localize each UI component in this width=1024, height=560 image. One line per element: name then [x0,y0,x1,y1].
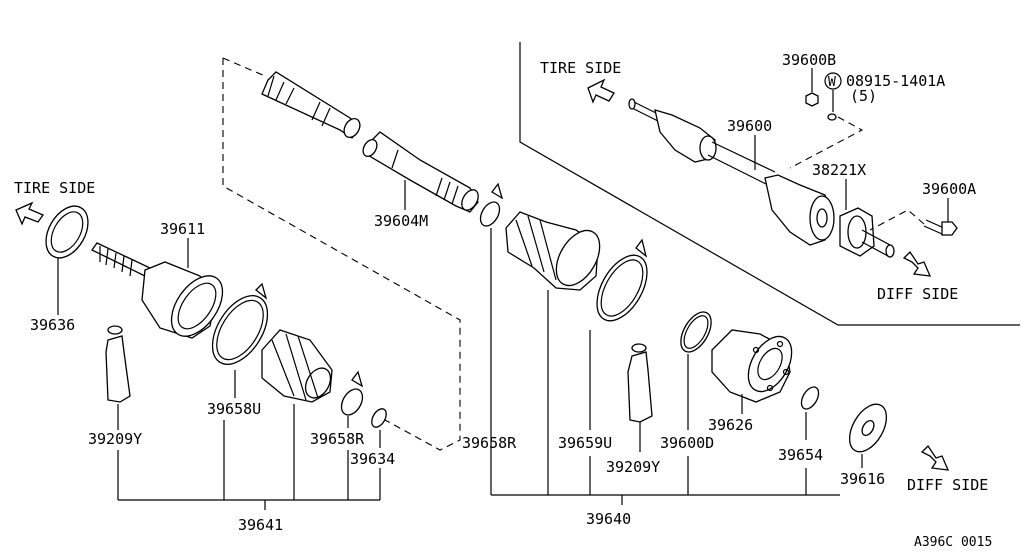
outer-joint-39611-drawing [91,242,224,339]
bracket-39641 [117,420,381,510]
part-number-39611: 39611 [160,220,205,238]
part-number-39600d: 39600D [660,434,714,452]
part-number-39658r-left: 39658R [310,430,365,448]
inset-tire-side-label: TIRE SIDE [540,59,621,77]
left-section: TIRE SIDE 39636 39611 [14,57,479,534]
right-diff-side-label: DIFF SIDE [907,476,988,494]
inset-diff-side-arrow-icon [902,250,932,277]
part-number-39658r-right: 39658R [462,434,517,452]
grease-tube-left-drawing [105,325,131,403]
left-tire-side-label: TIRE SIDE [14,179,95,197]
part-number-08915-1401a: 08915-1401A [846,72,945,90]
dashed-leader-bolt [869,209,925,231]
part-number-39634: 39634 [350,450,395,468]
band-39659u-drawing [596,238,648,322]
grease-tube-right-drawing [627,343,653,423]
boot-left-drawing [261,329,333,403]
inset-border [519,42,1020,326]
inset-panel: TIRE SIDE 39600B [519,42,1020,326]
part-number-39659u: 39659U [558,434,612,452]
part-number-39209y-right: 39209Y [606,458,660,476]
dashed-leader-washer [789,116,864,169]
bolt-39600a-drawing [923,219,958,236]
w-marker-icon [824,72,842,90]
circlip-39600d-drawing [680,311,712,353]
assembly-number-39641: 39641 [238,516,283,534]
part-number-39600b: 39600B [782,51,836,69]
left-tire-side-arrow-icon [15,201,44,226]
part-number-39654: 39654 [778,446,823,464]
drive-shaft-assembly-drawing [628,98,895,258]
diagram-code: A396C 0015 [914,535,992,550]
part-number-38221x: 38221X [812,161,866,179]
part-number-39209y-left: 39209Y [88,430,142,448]
w-marker-letter: W [828,75,836,90]
dashed-shaft-region [222,58,461,451]
bracket-39640 [491,456,840,505]
washer-drawing [827,113,837,121]
circlip-39654-drawing [800,386,820,410]
band-39658r-right-drawing [479,182,504,227]
part-number-39636: 39636 [30,316,75,334]
part-number-39604m: 39604M [374,212,428,230]
part-number-39658u: 39658U [207,400,261,418]
part-number-39626: 39626 [708,416,753,434]
inset-tire-side-arrow-icon [587,78,615,104]
right-section: 39658R 39659U 39209Y [462,182,988,528]
housing-39626-drawing [711,329,793,403]
circlip-39634-drawing [371,408,387,428]
boot-right-drawing [505,211,601,291]
inset-diff-side-label: DIFF SIDE [877,285,958,303]
nut-39600b-drawing [805,92,819,107]
dashed-top-edge [222,57,266,77]
part-qty-08915-1401a: (5) [850,87,877,105]
assembly-number-39640: 39640 [586,510,631,528]
part-number-39616: 39616 [840,470,885,488]
part-number-39600: 39600 [727,117,772,135]
part-number-39600a: 39600A [922,180,976,198]
right-diff-side-arrow-icon [920,444,950,471]
band-39658u-drawing [211,282,269,365]
ring-39636-drawing [45,205,89,259]
washer-39616-drawing [848,403,888,453]
band-39658r-left-drawing [340,370,364,416]
shaft-upper-drawing [261,71,361,139]
shaft-39604m-drawing [362,131,479,213]
